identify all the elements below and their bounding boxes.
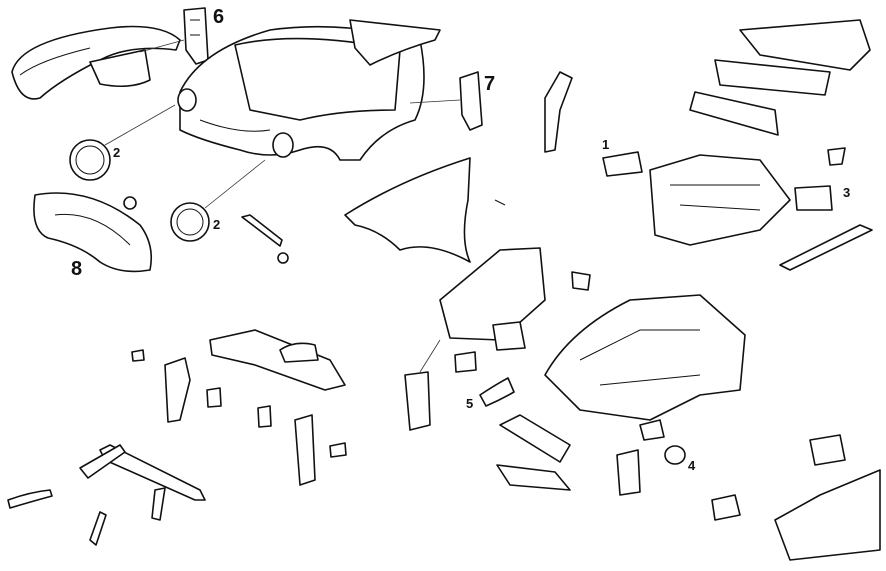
callout-2-lower: 2 bbox=[213, 217, 221, 232]
side-bracket-left bbox=[164, 357, 191, 423]
callout-4: 4 bbox=[688, 458, 696, 473]
crossmember bbox=[499, 414, 571, 463]
strut-part bbox=[241, 214, 283, 247]
rear-quarter-panel bbox=[711, 434, 881, 561]
mount-part-4 bbox=[616, 419, 686, 496]
radiator-support bbox=[209, 329, 346, 391]
callout-6: 6 bbox=[213, 6, 225, 28]
nose-cap-part bbox=[11, 25, 181, 100]
callout-2-upper: 2 bbox=[113, 145, 121, 160]
front-body-shell bbox=[177, 25, 425, 161]
rear-floor-assembly bbox=[544, 294, 746, 421]
grille-panel-part-8 bbox=[33, 192, 153, 273]
callout-1: 1 bbox=[602, 137, 610, 152]
front-subframe bbox=[7, 444, 206, 546]
side-bracket-right bbox=[294, 414, 316, 486]
callout-7: 7 bbox=[484, 73, 496, 95]
callout-8: 8 bbox=[71, 258, 83, 280]
pillar-part bbox=[544, 71, 573, 153]
headlamp-upper bbox=[69, 104, 176, 181]
callout-5: 5 bbox=[466, 396, 474, 411]
bracket-part-6 bbox=[139, 7, 209, 65]
cowl-panel bbox=[349, 19, 441, 66]
fender-part bbox=[344, 157, 471, 263]
callout-3: 3 bbox=[843, 185, 851, 200]
headlamp-lower bbox=[170, 159, 266, 242]
inner-wheel-panel bbox=[439, 247, 546, 341]
tray-part-1 bbox=[602, 151, 643, 177]
bracket-part-7 bbox=[409, 71, 483, 131]
firewall-panels bbox=[649, 19, 873, 271]
bumper-mount-part-5 bbox=[404, 339, 515, 431]
